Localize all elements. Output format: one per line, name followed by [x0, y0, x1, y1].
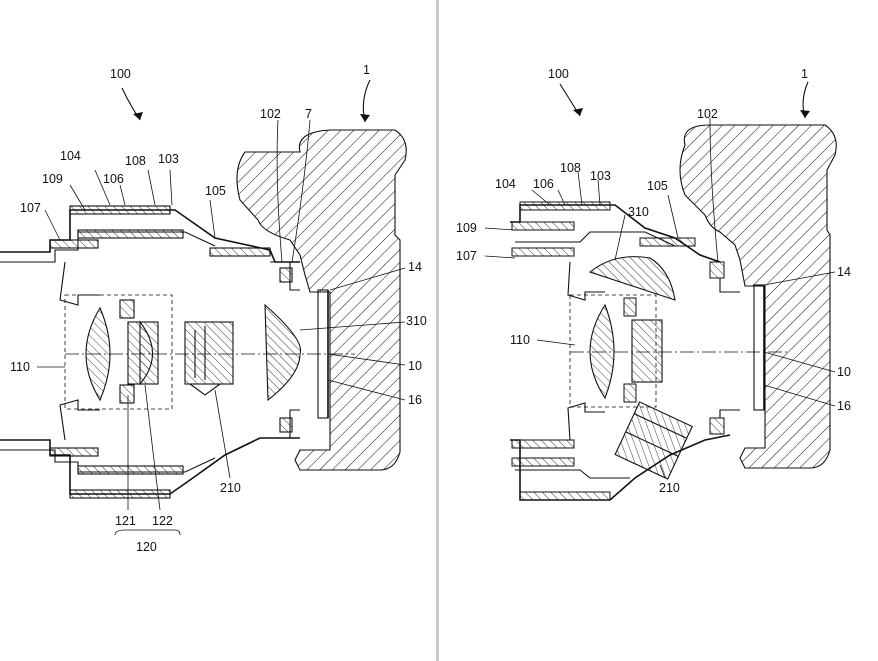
label-1: 1	[801, 67, 808, 81]
label-122: 122	[152, 514, 173, 528]
label-102: 102	[697, 107, 718, 121]
label-106: 106	[103, 172, 124, 186]
right-figure: 100 1 102 104 106 108 103 105 310 109 10…	[440, 0, 878, 661]
label-310: 310	[628, 205, 649, 219]
label-102: 102	[260, 107, 281, 121]
label-107: 107	[456, 249, 477, 263]
label-14: 14	[408, 260, 422, 274]
label-10: 10	[408, 359, 422, 373]
label-100: 100	[548, 67, 569, 81]
label-100: 100	[110, 67, 131, 81]
label-110: 110	[510, 333, 530, 347]
label-310: 310	[406, 314, 427, 328]
rear-lens	[264, 303, 302, 402]
retracted-rear-lens	[588, 256, 676, 301]
barrel-lower	[510, 434, 731, 501]
right-diagram: 100 1 102 104 106 108 103 105 310 109 10…	[456, 67, 851, 501]
left-diagram: 100 1 102 7 104 108 103 109 106 105 107 …	[0, 63, 427, 554]
label-104: 104	[495, 177, 516, 191]
label-109: 109	[42, 172, 63, 186]
barrel-upper	[510, 204, 721, 263]
image-sensor	[753, 284, 765, 411]
label-7: 7	[305, 107, 312, 121]
label-1: 1	[363, 63, 370, 77]
retracted-lens	[614, 401, 693, 480]
label-108: 108	[125, 154, 146, 168]
label-103: 103	[158, 152, 179, 166]
label-210: 210	[659, 481, 680, 495]
label-109: 109	[456, 221, 477, 235]
label-14: 14	[837, 265, 851, 279]
camera-body	[679, 124, 837, 469]
label-105: 105	[205, 184, 226, 198]
retractable-lens	[184, 321, 234, 385]
label-107: 107	[20, 201, 41, 215]
front-lens	[85, 306, 111, 402]
label-108: 108	[560, 161, 581, 175]
panel-divider	[436, 0, 439, 661]
label-105: 105	[647, 179, 668, 193]
label-120: 120	[136, 540, 157, 554]
label-10: 10	[837, 365, 851, 379]
label-110: 110	[10, 360, 30, 374]
left-figure: 100 1 102 7 104 108 103 109 106 105 107 …	[0, 0, 437, 661]
label-106: 106	[533, 177, 554, 191]
label-210: 210	[220, 481, 241, 495]
lens-unit-box	[64, 294, 173, 410]
label-16: 16	[408, 393, 422, 407]
label-16: 16	[837, 399, 851, 413]
camera-body	[236, 129, 407, 471]
front-lens	[589, 303, 615, 400]
label-103: 103	[590, 169, 611, 183]
label-121: 121	[115, 514, 136, 528]
label-104: 104	[60, 149, 81, 163]
